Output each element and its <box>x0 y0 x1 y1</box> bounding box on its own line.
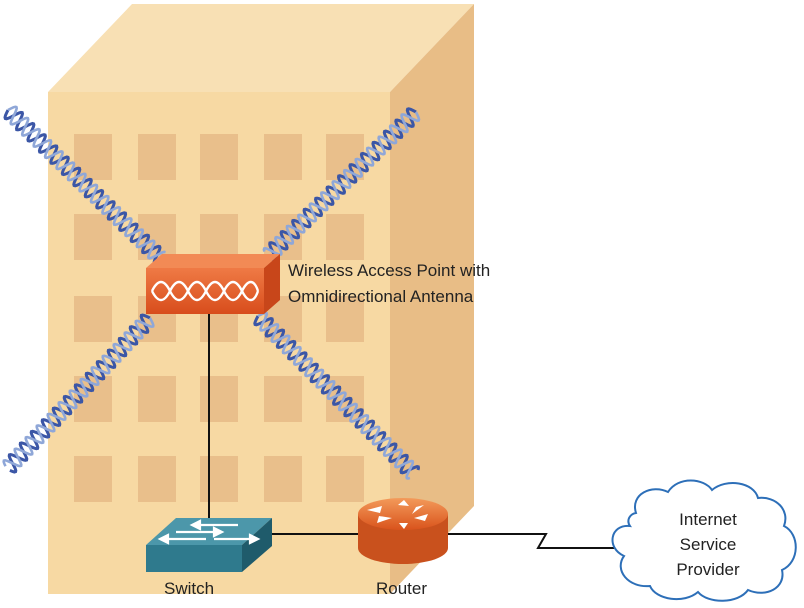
building-window <box>200 456 238 502</box>
building-window <box>326 456 364 502</box>
building-window <box>74 296 112 342</box>
cloud-label-line3: Provider <box>676 560 740 579</box>
radio-wave-icon <box>262 111 421 257</box>
building-icon <box>48 4 474 594</box>
building-window <box>74 456 112 502</box>
radio-wave-icon <box>257 311 415 480</box>
cloud-icon <box>611 479 797 602</box>
building-window <box>138 134 176 180</box>
access-point-label-line1: Wireless Access Point with <box>288 261 490 280</box>
access-point-label-line2: Omnidirectional Antenna <box>288 287 474 306</box>
building-window <box>200 376 238 422</box>
router-icon <box>358 498 448 564</box>
radio-waves <box>2 105 421 480</box>
radio-wave-icon <box>2 317 155 468</box>
building-window <box>138 376 176 422</box>
switch-label: Switch <box>164 579 214 598</box>
building-windows <box>74 134 364 502</box>
building-window <box>326 214 364 260</box>
router-cloud-link <box>446 533 624 549</box>
building-window <box>200 214 238 260</box>
radio-wave-icon <box>7 105 166 260</box>
building-window <box>264 134 302 180</box>
radio-wave-icon <box>253 315 421 475</box>
router-label: Router <box>376 579 427 598</box>
building-window <box>326 296 364 342</box>
building-window <box>264 376 302 422</box>
building-top <box>48 4 474 92</box>
access-point-icon <box>146 254 280 314</box>
switch-icon <box>146 518 272 572</box>
building-side <box>390 4 474 594</box>
cloud-label-line1: Internet <box>679 510 737 529</box>
building-window <box>264 456 302 502</box>
radio-wave-icon <box>268 107 417 262</box>
cloud-label-line2: Service <box>680 535 737 554</box>
building-window <box>138 456 176 502</box>
building-window <box>200 134 238 180</box>
building-window <box>74 214 112 260</box>
